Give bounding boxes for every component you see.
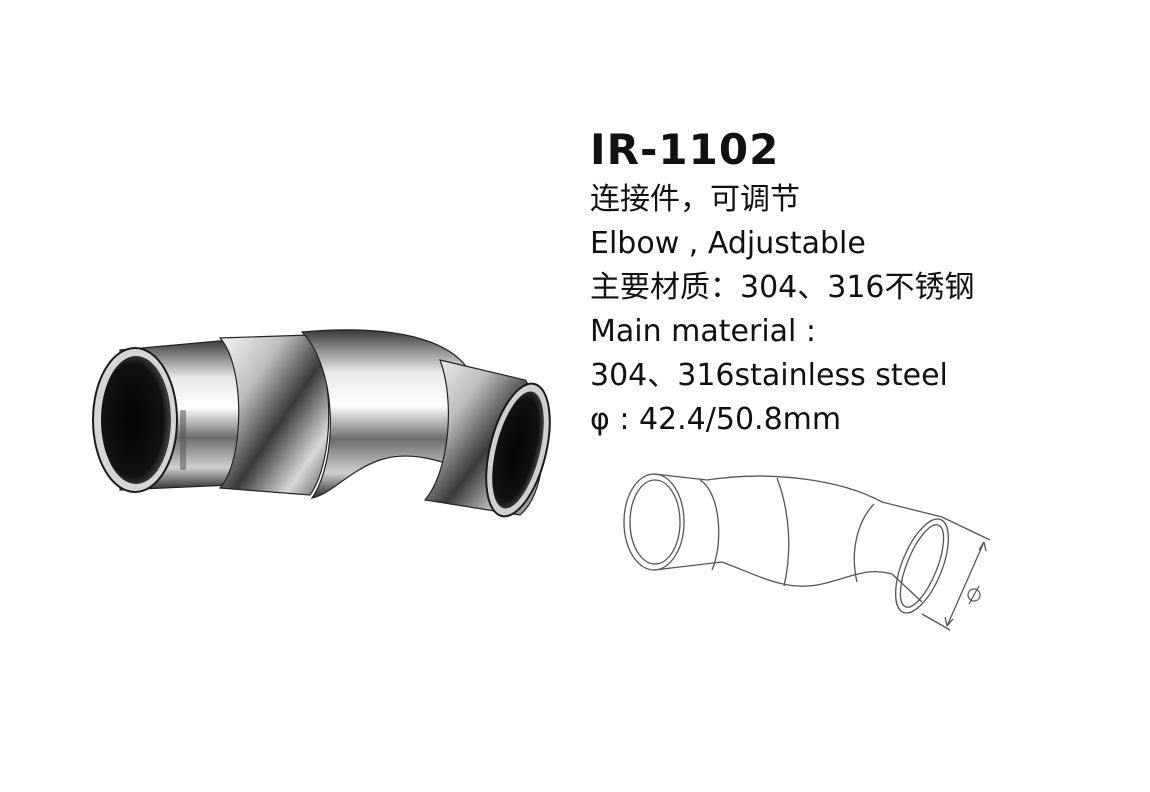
material-en-value: 304、316stainless steel [590,358,948,393]
engraving-mark [180,410,186,470]
spec-block: IR-1102 连接件，可调节 Elbow , Adjustable 主要材质：… [590,122,1130,442]
product-name-zh: 连接件，可调节 [590,182,800,217]
model-number: IR-1102 [590,125,780,174]
material-en-label: Main material : [590,314,817,349]
product-photo [92,329,551,518]
technical-drawing [623,473,991,631]
diameter-symbol [967,585,981,605]
product-name-en: Elbow , Adjustable [590,226,866,261]
material-zh: 主要材质：304、316不锈钢 [590,270,975,305]
diameter-spec: φ : 42.4/50.8mm [590,402,842,437]
